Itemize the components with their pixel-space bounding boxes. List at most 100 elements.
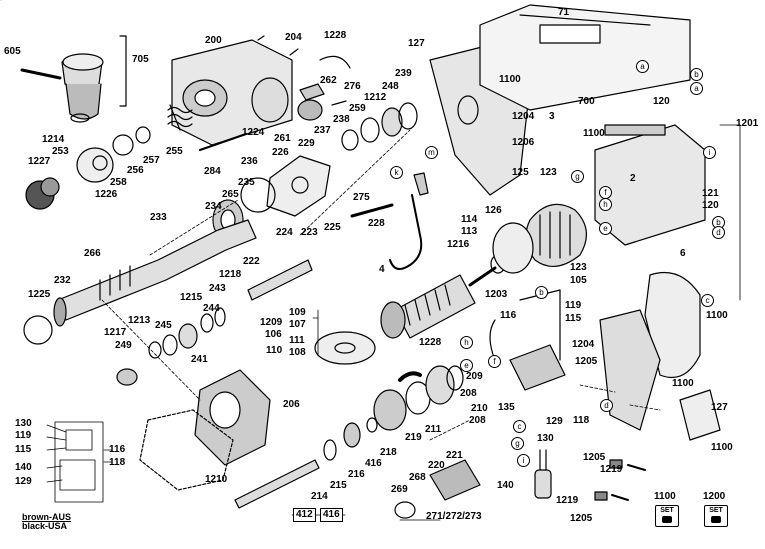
rings-center [116,307,226,386]
part-label-110: 110 [266,345,283,356]
part-label-204: 204 [285,32,302,43]
part-label-3: 3 [549,111,555,122]
part-label-248: 248 [382,81,399,92]
cable-1216 [389,172,429,270]
schematic-label-115: 115 [15,444,32,455]
part-label-4: 4 [379,264,385,275]
part-label-232: 232 [54,275,71,286]
fan-disc-110 [314,331,376,365]
connector-letter-e-switch: e [460,359,473,372]
part-label-113: 113 [461,226,478,237]
part-label-1226: 1226 [95,189,118,200]
part-label-1213: 1213 [128,315,151,326]
handle-1100-right [599,271,721,441]
part-label-116: 116 [500,310,517,321]
connector-letter-m: m [425,146,438,159]
connector-letter-k: k [390,166,403,179]
part-label-121: 121 [702,188,719,199]
part-label-6: 6 [680,248,686,259]
part-label-206: 206 [283,399,300,410]
part-label-208-b: 208 [469,415,486,426]
side-handle-group [20,35,127,120]
connector-letter-h: h [599,198,612,211]
part-label-1100-set: 1100 [654,491,676,502]
part-label-1206: 1206 [512,137,535,148]
part-label-220: 220 [428,460,445,471]
connector-letter-i-switch: i [517,454,530,467]
part-label-1205-b: 1205 [570,513,593,524]
part-label-235: 235 [238,177,255,188]
part-label-224: 224 [276,227,293,238]
set-badge-1100: SET [655,505,679,527]
part-label-226: 226 [272,147,289,158]
part-label-1204-mid: 1204 [572,339,595,350]
part-label-249: 249 [115,340,132,351]
connector-letter-f-switch: f [488,355,501,368]
small-parts-center-top [297,55,418,151]
connector-letter-i: i [703,146,716,159]
part-label-1215: 1215 [180,292,203,303]
part-label-1219-a: 1219 [600,464,623,475]
part-label-219: 219 [405,432,422,443]
part-label-2: 2 [630,173,636,184]
part-label-228: 228 [368,218,385,229]
part-label-244: 244 [203,303,220,314]
part-label-1203: 1203 [485,289,508,300]
schematic-label-130: 130 [15,418,32,429]
wiring-schematic [46,421,113,503]
part-label-210: 210 [471,403,488,414]
part-label-1228-top: 1228 [324,30,347,41]
set-badge-text: SET [660,507,674,514]
set-icon [662,516,672,523]
part-label-111: 111 [289,335,305,346]
connector-letter-c-switch: c [513,420,526,433]
screws-bottom-right [594,459,646,501]
part-label-275: 275 [353,192,370,203]
gear-set-219 [373,365,464,431]
schematic-label-140: 140 [15,462,32,473]
part-label-1100-right: 1100 [583,128,605,139]
part-label-209: 209 [466,371,483,382]
connector-letter-e: e [599,222,612,235]
part-label-208-a: 208 [460,388,477,399]
drive-shaft-232 [23,219,257,345]
wiring-note-line-1: brown-AUS [22,512,71,522]
connector-letter-b-top: b [690,68,703,81]
part-label-1217: 1217 [104,327,127,338]
connector-letter-d-switch: d [600,399,613,412]
part-label-222: 222 [243,256,260,267]
schematic-label-129: 129 [15,476,32,487]
part-label-1210: 1210 [205,474,228,485]
part-label-1209: 1209 [260,317,283,328]
part-label-261: 261 [274,133,291,144]
part-label-276: 276 [344,81,361,92]
part-label-1214: 1214 [42,134,65,145]
part-label-269: 269 [391,484,408,495]
part-label-221: 221 [446,450,463,461]
part-label-114: 114 [461,214,478,225]
part-label-129: 129 [546,416,563,427]
part-label-243: 243 [209,283,226,294]
part-label-705: 705 [132,54,149,65]
connector-letter-g: g [571,170,584,183]
switch-118 [489,289,566,391]
part-label-108: 108 [289,347,306,358]
gearbox-206 [194,369,271,466]
gasket-1210 [139,409,234,491]
connector-letter-b-switch: b [535,286,548,299]
gear-housing-200 [169,35,299,146]
part-label-126: 126 [485,205,502,216]
part-label-1227: 1227 [28,156,51,167]
part-label-225: 225 [324,222,341,233]
part-label-119: 119 [565,300,582,311]
stator-105 [492,203,587,274]
part-label-1201: 1201 [736,118,759,129]
boxed-label-412: 412 [293,508,316,522]
part-label-259: 259 [349,103,366,114]
part-label-1205-a: 1205 [583,452,606,463]
connector-letter-d-mid: d [712,226,725,239]
part-label-416: 416 [365,458,382,469]
part-label-120-top: 120 [653,96,670,107]
part-label-1228-mid: 1228 [419,337,442,348]
